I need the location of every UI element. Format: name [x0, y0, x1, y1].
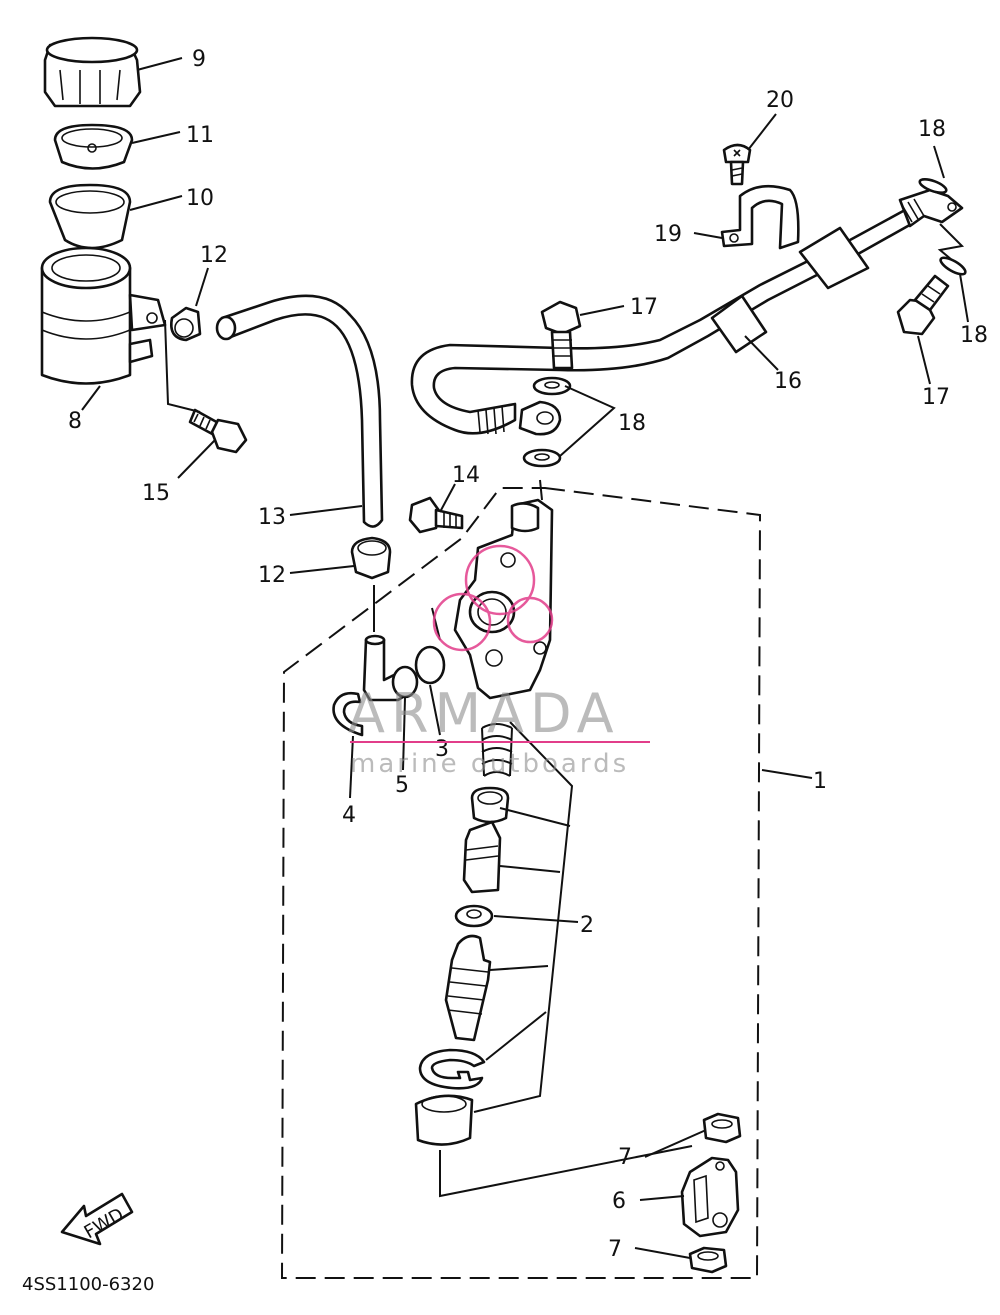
forward-arrow: FWD [60, 1192, 134, 1246]
o-ring [414, 645, 446, 685]
primary-cup [470, 786, 510, 824]
diagram-part-number: 4SS1100-6320 [22, 1274, 154, 1295]
callout-7-lower: 7 [608, 1237, 622, 1262]
watermark-tagline: marine outboards [350, 749, 629, 779]
nut-upper [702, 1112, 742, 1144]
callout-15: 15 [142, 481, 170, 506]
union-bolt-center [540, 300, 582, 370]
diaphragm [48, 183, 132, 250]
callout-18-top: 18 [918, 117, 946, 142]
circlip-small [332, 691, 364, 737]
washers [522, 177, 967, 468]
watermark-brand: ARMADA [348, 682, 620, 745]
circlip-large [418, 1048, 486, 1090]
leader-lines [81, 57, 969, 1259]
reservoir-bolt [188, 408, 248, 454]
callout-17-center: 17 [630, 295, 658, 320]
callout-labels: 9 11 10 12 8 15 13 12 14 3 5 4 1 2 7 6 7… [68, 47, 988, 1262]
callout-16: 16 [774, 369, 802, 394]
callout-1: 1 [813, 769, 827, 794]
callout-13: 13 [258, 505, 286, 530]
callout-17-right: 17 [922, 385, 950, 410]
diaphragm-plate [53, 123, 134, 170]
callout-9: 9 [192, 47, 206, 72]
logo-ring-right [506, 596, 554, 644]
logo-ring-left [432, 592, 492, 652]
callout-14: 14 [452, 463, 480, 488]
guide-screw [722, 143, 752, 186]
callout-11: 11 [186, 123, 214, 148]
clevis [680, 1156, 740, 1238]
callout-7-upper: 7 [618, 1145, 632, 1170]
callout-5: 5 [395, 773, 409, 798]
logo-ring-top [464, 544, 536, 616]
armada-watermark: ARMADA marine outboards [348, 544, 650, 779]
brake-hose [410, 188, 964, 436]
return-spring [481, 723, 513, 777]
callout-6: 6 [612, 1189, 626, 1214]
callout-3: 3 [435, 737, 449, 762]
callout-2: 2 [580, 913, 594, 938]
dust-boot [414, 1094, 474, 1146]
callout-18-right: 18 [960, 323, 988, 348]
callout-20: 20 [766, 88, 794, 113]
callout-18-center: 18 [618, 411, 646, 436]
reservoir-hose [215, 294, 384, 528]
mounting-bolt [408, 496, 464, 534]
callout-19: 19 [654, 222, 682, 247]
armada-logo-mark [432, 544, 554, 652]
hose-clamp-upper [170, 306, 202, 342]
callout-12-upper: 12 [200, 243, 228, 268]
hose-clamp-lower [350, 536, 392, 580]
callout-12-lower: 12 [258, 563, 286, 588]
reservoir-cap [43, 36, 142, 108]
hose-guide [720, 184, 800, 250]
nut-lower [688, 1246, 728, 1274]
callout-4: 4 [342, 803, 356, 828]
reservoir-body [40, 246, 167, 385]
piston [462, 820, 502, 894]
hose-joint [362, 634, 419, 702]
push-rod [444, 934, 492, 1042]
secondary-seal [454, 904, 494, 928]
assembly-boundary [280, 487, 762, 1279]
callout-8: 8 [68, 409, 82, 434]
union-bolt-right [896, 274, 950, 336]
callout-10: 10 [186, 186, 214, 211]
